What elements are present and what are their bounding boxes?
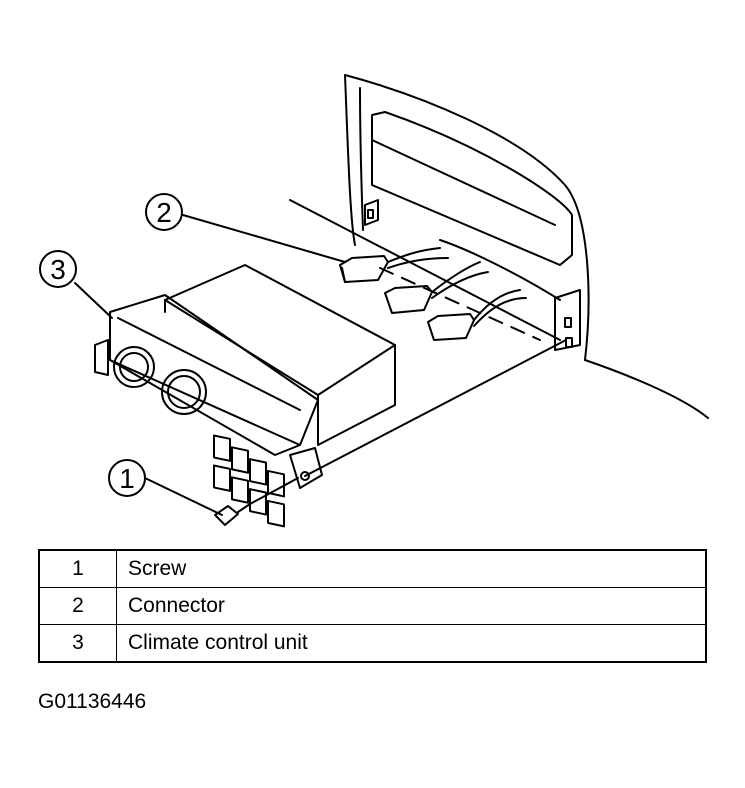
connectors <box>339 247 541 341</box>
legend-number: 3 <box>38 624 117 663</box>
callout-3: 3 <box>39 250 77 288</box>
legend-label: Screw <box>116 549 707 588</box>
mount-alignment-line <box>304 339 567 477</box>
legend-label: Connector <box>116 587 707 625</box>
screw <box>214 503 251 526</box>
callout-3-number: 3 <box>50 254 66 285</box>
leader-line-1 <box>144 477 223 516</box>
legend-row: 3 Climate control unit <box>38 624 707 663</box>
climate-control-unit <box>94 264 396 528</box>
callout-2: 2 <box>145 193 183 231</box>
callout-1-number: 1 <box>119 463 135 494</box>
legend-number: 2 <box>38 587 117 625</box>
screw-alignment-line <box>249 477 299 505</box>
legend-row: 1 Screw <box>38 549 707 588</box>
climate-control-removal-diagram: 1 2 3 <box>39 74 709 528</box>
leader-line-2 <box>182 214 346 263</box>
parts-legend-table: 1 Screw 2 Connector 3 Climate control un… <box>38 549 707 663</box>
figure-id: G01136446 <box>38 690 147 713</box>
legend-label: Climate control unit <box>116 624 707 663</box>
callout-1: 1 <box>108 459 146 497</box>
dashboard-opening <box>289 74 709 419</box>
legend-row: 2 Connector <box>38 587 707 625</box>
legend-number: 1 <box>38 549 117 588</box>
leader-line-3 <box>74 282 113 319</box>
callout-2-number: 2 <box>156 197 172 228</box>
